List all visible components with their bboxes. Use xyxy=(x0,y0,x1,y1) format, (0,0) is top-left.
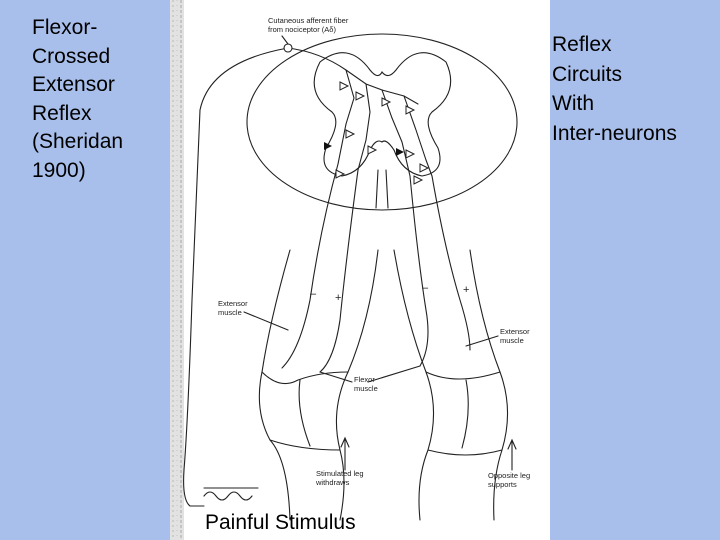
painful-stimulus-caption: Painful Stimulus xyxy=(205,511,356,534)
flexor-label: Flexor muscle xyxy=(354,375,378,393)
right-leg xyxy=(393,249,509,521)
interneurons xyxy=(337,69,433,177)
minus-sign-left: – xyxy=(310,288,317,300)
reflex-diagram: Cutaneous afferent fiber from nociceptor… xyxy=(170,0,550,540)
stimulus-wave-icon xyxy=(203,487,259,501)
opposite-leg-arrow xyxy=(507,438,517,471)
opposite-leg-label: Opposite leg supports xyxy=(488,471,531,489)
extensor-left-label: Extensor muscle xyxy=(218,299,248,317)
plus-sign-left: + xyxy=(335,292,342,304)
flexor-pointer xyxy=(319,365,421,383)
slide-title-right: Reflex Circuits With Inter-neurons xyxy=(552,33,677,145)
stimulated-leg-label: Stimulated leg withdraws xyxy=(316,469,364,487)
ventral-fissure xyxy=(375,169,389,209)
nociceptor-pointer xyxy=(281,35,289,45)
extensor-right-pointer xyxy=(465,335,499,347)
plus-sign-right: + xyxy=(463,284,470,296)
reflex-diagram-drawing xyxy=(170,0,518,540)
afferent-label: Cutaneous afferent fiber from nociceptor… xyxy=(268,16,349,34)
synapse-terminals xyxy=(335,81,430,185)
stimulated-leg-arrow xyxy=(340,436,350,471)
motor-fibers xyxy=(281,163,471,373)
inhibitory-neurons xyxy=(324,142,404,156)
slide-title-left: Flexor- Crossed Extensor Reflex (Sherida… xyxy=(32,16,124,182)
grey-matter xyxy=(313,52,452,177)
extensor-right-label: Extensor muscle xyxy=(500,327,530,345)
afferent-fiber xyxy=(183,47,289,507)
spinal-cord-outline xyxy=(246,33,518,211)
extensor-left-pointer xyxy=(243,311,289,331)
minus-sign-right: – xyxy=(422,282,429,294)
scan-edge xyxy=(170,0,184,540)
left-leg xyxy=(258,249,379,521)
afferent-root xyxy=(287,47,347,71)
